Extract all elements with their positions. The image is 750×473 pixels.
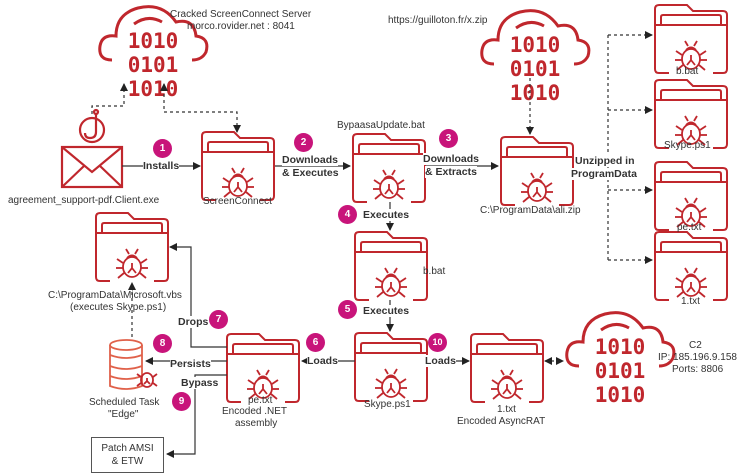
edge-download-exec-label-2: & Executes — [282, 167, 339, 179]
one-txt-label-2: Encoded AsyncRAT — [457, 416, 546, 427]
ex-pe-label: pe.txt — [677, 222, 702, 233]
step-badge-4: 4 — [338, 205, 357, 224]
ex-bbat-folder-icon — [654, 4, 728, 74]
ali-zip-label: C:\ProgramData\ali.zip — [480, 205, 581, 216]
step-badge-7: 7 — [209, 310, 228, 329]
pe-txt-label-3: assembly — [235, 418, 278, 429]
pe-txt-label-1: pe.txt — [248, 395, 273, 406]
vbs-label-2: (executes Skype.ps1) — [70, 302, 167, 313]
patch-label-2: & ETW — [111, 456, 144, 467]
zip-url-label: https://guilloton.fr/x.zip — [388, 15, 488, 26]
bypaasa-folder-icon — [352, 133, 426, 203]
sched-task-label-2: "Edge" — [108, 409, 139, 420]
edge-unzipped-label-1: Unzipped in — [575, 155, 635, 167]
ex-one-folder-icon — [654, 231, 728, 301]
step-badge-8: 8 — [153, 334, 172, 353]
pe-txt-folder-icon — [226, 333, 300, 403]
step-badge-1: 1 — [153, 139, 172, 158]
edge-persists-label: Persists — [170, 358, 211, 370]
edge-bypass-label: Bypass — [181, 377, 219, 389]
one-txt-label-1: 1.txt — [497, 404, 516, 415]
ex-bbat-label: b.bat — [676, 66, 699, 77]
ex-skype-label: Skype.ps1 — [664, 140, 711, 151]
ex-one-label: 1.txt — [681, 296, 700, 307]
edge-drops-label: Drops — [178, 316, 209, 328]
bypaasa-label: BypaasaUpdate.bat — [337, 120, 425, 131]
patch-label-1: Patch AMSI — [101, 443, 154, 454]
edge-loads-6-label: Loads — [307, 355, 338, 367]
step-badge-10: 10 — [428, 333, 447, 352]
step-badge-3: 3 — [439, 129, 458, 148]
ali-zip-folder-icon — [500, 136, 574, 206]
edge-executes-4-label: Executes — [363, 209, 410, 221]
skype-ps1-label: Skype.ps1 — [364, 399, 411, 410]
skype-ps1-folder-icon — [354, 332, 428, 402]
ex-skype-folder-icon — [654, 79, 728, 149]
c2-title: C2 — [689, 340, 702, 351]
edge-loads-10-label: Loads — [425, 355, 456, 367]
one-txt-folder-icon — [470, 333, 544, 403]
edge-executes-5-label: Executes — [363, 305, 410, 317]
c2-ports: Ports: 8806 — [672, 364, 724, 375]
screenconnect-folder-icon — [201, 131, 275, 201]
c2-ip: IP: 185.196.9.158 — [658, 352, 737, 363]
database-bug-icon — [109, 339, 158, 390]
bbat-mid-label: b.bat — [423, 266, 446, 277]
vbs-folder-icon — [95, 212, 169, 282]
step-badge-9: 9 — [172, 392, 191, 411]
patch-amsi-etw-box: Patch AMSI & ETW — [91, 437, 164, 473]
step-badge-6: 6 — [306, 333, 325, 352]
edge-download-exec-label-1: Downloads — [282, 154, 339, 166]
dashed-connectors — [91, 31, 653, 365]
edge-download-extract-label-1: Downloads — [423, 153, 480, 165]
edge-installs-label: Installs — [143, 160, 180, 172]
step-badge-2: 2 — [294, 133, 313, 152]
vbs-label-1: C:\ProgramData\Microsoft.vbs — [48, 290, 182, 301]
bbat-mid-folder-icon — [354, 231, 428, 301]
zip-url-cloud-icon — [480, 9, 591, 107]
edge-download-extract-label-2: & Extracts — [425, 166, 477, 178]
sched-task-label-1: Scheduled Task — [89, 397, 160, 408]
phish-label: agreement_support-pdf.Client.exe — [8, 195, 160, 206]
phishing-email-icon — [60, 108, 124, 189]
step-badge-5: 5 — [338, 300, 357, 319]
ex-pe-folder-icon — [654, 161, 728, 231]
screenconnect-label: ScreenConnect — [203, 196, 272, 207]
cracked-server-host: morco.rovider.net : 8041 — [187, 21, 295, 32]
edge-unzipped-label-2: ProgramData — [571, 168, 637, 180]
pe-txt-label-2: Encoded .NET — [222, 406, 288, 417]
cracked-server-title: Cracked ScreenConnect Server — [170, 9, 312, 20]
